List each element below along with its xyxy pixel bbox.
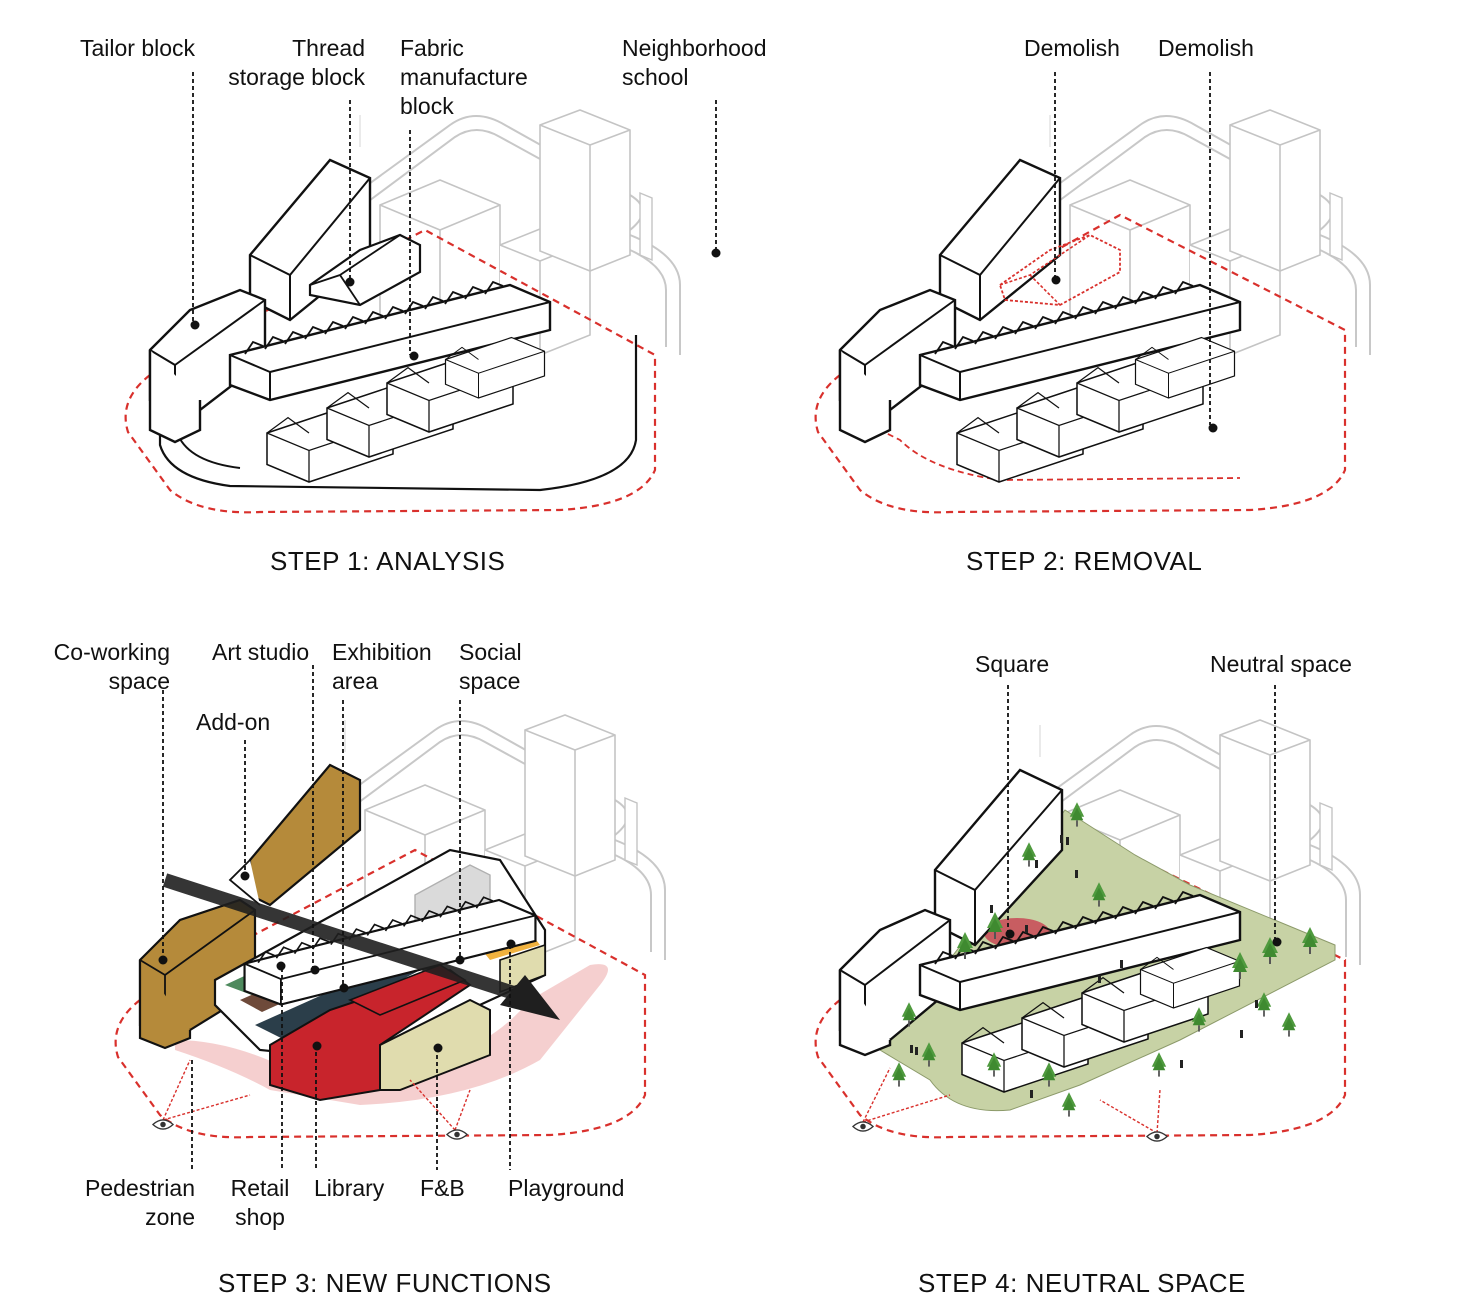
label-thread-storage-block: Thread storage block [228, 35, 365, 90]
label-fabric-manufacture-block: Fabric manufacture block [400, 35, 528, 119]
label-library: Library [314, 1175, 385, 1201]
label-exhibition-area: Exhibition area [332, 639, 432, 694]
label-demolish-2: Demolish [1158, 35, 1254, 61]
caption-step3: STEP 3: NEW FUNCTIONS [218, 1268, 552, 1298]
label-demolish-1: Demolish [1024, 35, 1120, 61]
panel-step4-drawing [814, 685, 1361, 1139]
panel-step1-drawing [124, 72, 721, 514]
panel-step3-drawing [114, 665, 666, 1170]
panel-step2-drawing [814, 72, 1371, 514]
label-tailor-block: Tailor block [80, 35, 196, 61]
label-fnb: F&B [420, 1175, 465, 1201]
caption-step2: STEP 2: REMOVAL [966, 546, 1203, 576]
label-neighborhood-school: Neighborhood school [622, 35, 767, 90]
label-coworking-space: Co-working space [53, 639, 170, 694]
caption-step4: STEP 4: NEUTRAL SPACE [918, 1268, 1246, 1298]
label-playground: Playground [508, 1175, 625, 1201]
eye-icon [1146, 1131, 1168, 1142]
label-pedestrian-zone: Pedestrian zone [85, 1175, 195, 1230]
label-neutral-space: Neutral space [1210, 651, 1352, 677]
label-art-studio: Art studio [212, 639, 310, 665]
label-square: Square [975, 651, 1050, 677]
caption-step1: STEP 1: ANALYSIS [270, 546, 506, 576]
eye-icon [446, 1129, 468, 1140]
label-retail-shop: Retail shop [230, 1175, 290, 1230]
label-social-space: Social space [459, 639, 522, 694]
label-add-on: Add-on [196, 709, 271, 735]
